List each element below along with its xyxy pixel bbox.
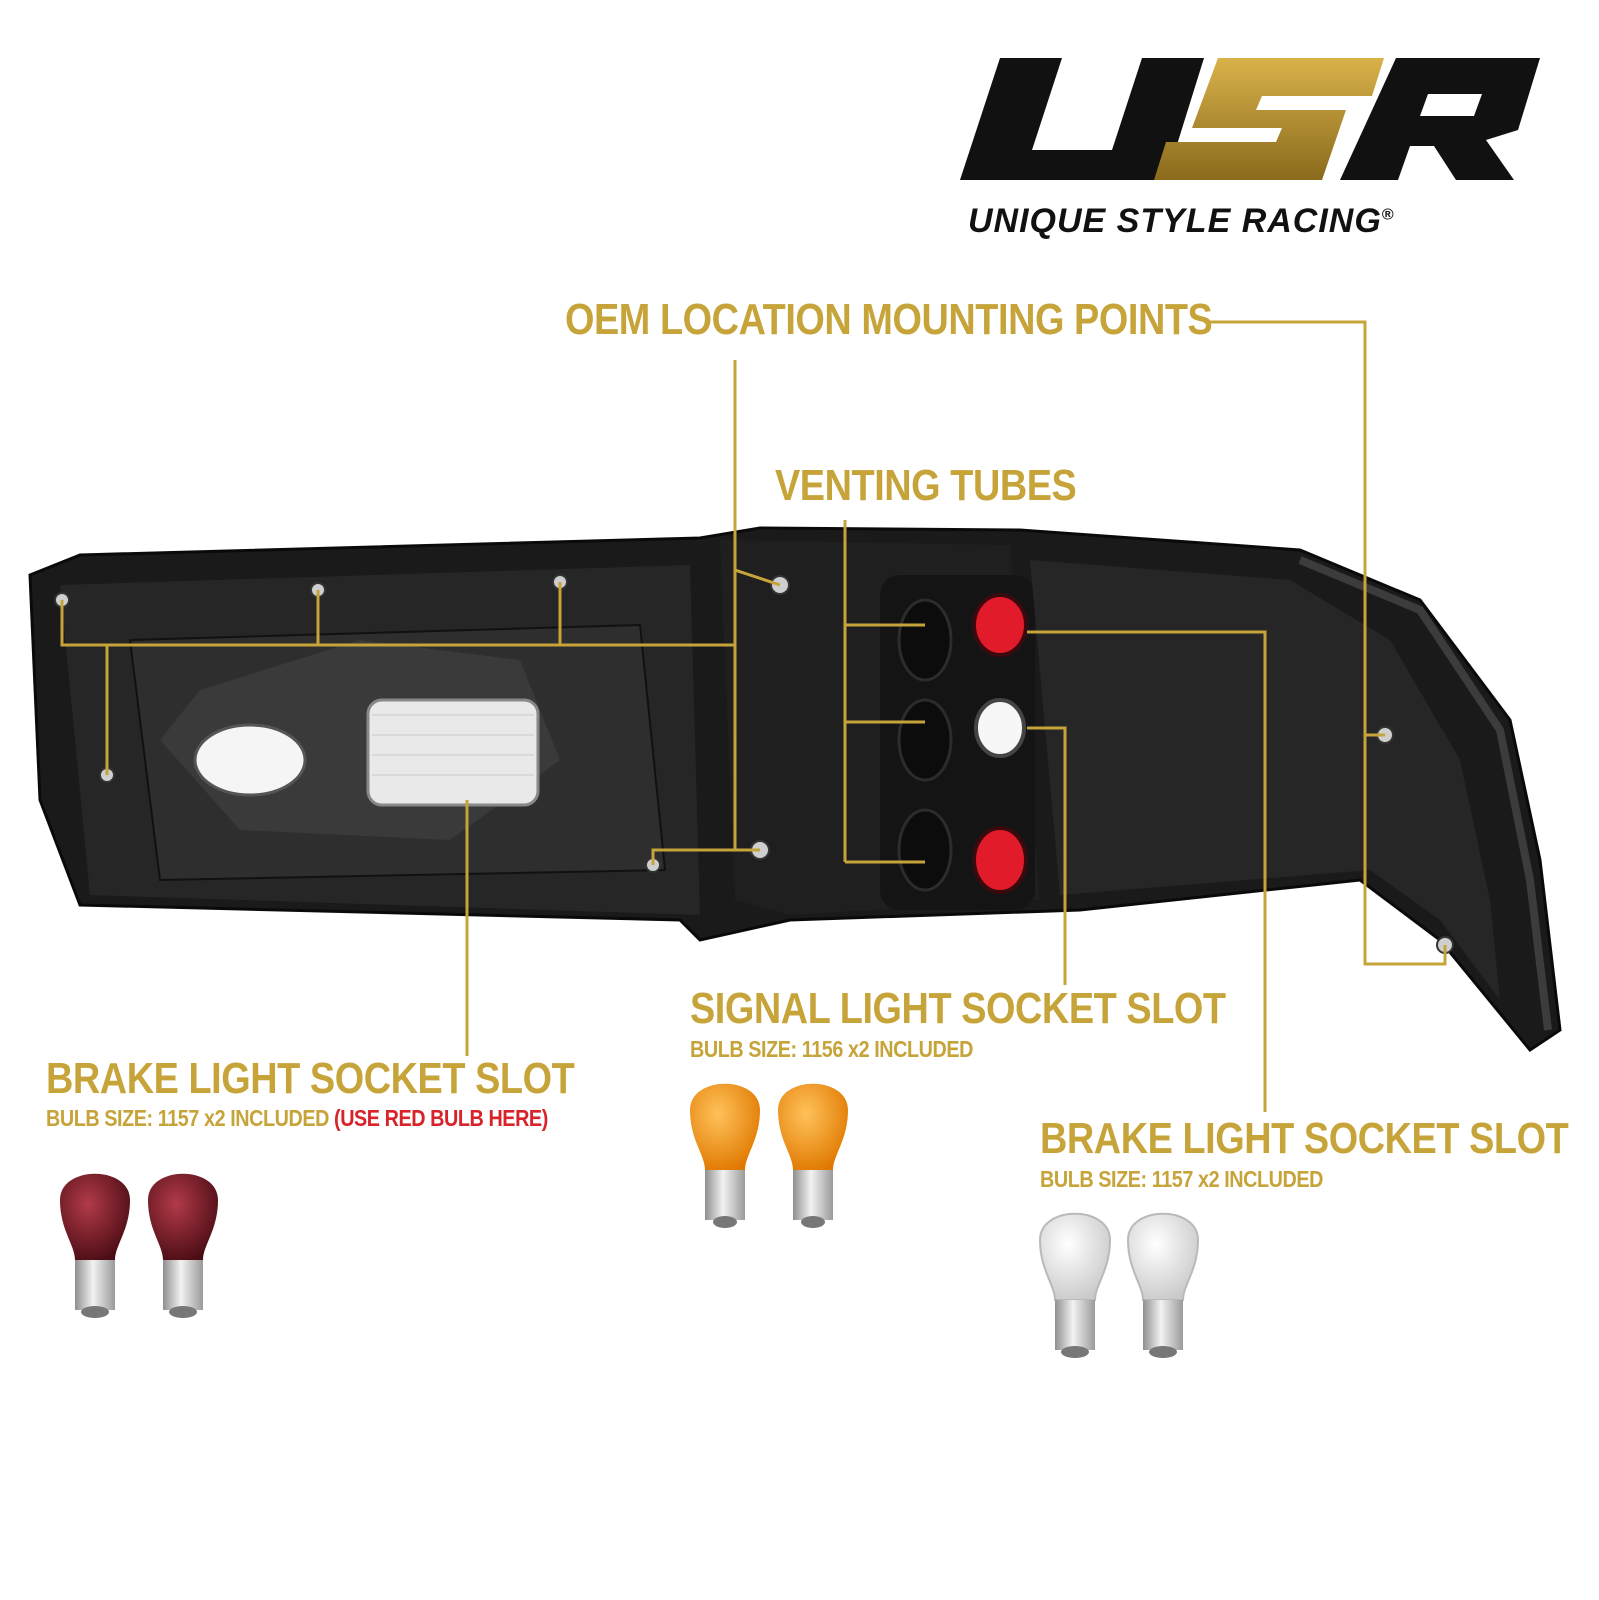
brand-logo	[960, 58, 1540, 180]
callout-mounting-points-title: OEM LOCATION MOUNTING POINTS	[565, 295, 1213, 344]
tail-light-housing	[28, 526, 1562, 1053]
clear-bulb-icon	[1038, 1212, 1200, 1358]
bulb-set	[60, 1083, 1200, 1358]
venting-tube-port	[897, 698, 953, 782]
brake-socket-slot	[972, 593, 1028, 657]
housing-right-edge	[1298, 556, 1552, 1031]
signal-socket-slot	[974, 698, 1026, 758]
callout-signal-bulb-size: BULB SIZE: 1156 x2 INCLUDED	[690, 1036, 973, 1062]
callout-brake-left-bulb-line: BULB SIZE: 1157 x2 INCLUDED (USE RED BUL…	[46, 1105, 548, 1131]
venting-tube-port	[897, 808, 953, 892]
callout-brake-right-title: BRAKE LIGHT SOCKET SLOT	[1040, 1114, 1569, 1163]
venting-tube-port	[897, 598, 953, 682]
callout-brake-left-bulb-size: BULB SIZE: 1157 x2 INCLUDED	[46, 1105, 329, 1131]
leader-lines	[60, 320, 1447, 1112]
callout-brake-left-title: BRAKE LIGHT SOCKET SLOT	[46, 1054, 575, 1103]
leader-brake-right	[1027, 630, 1267, 1112]
callout-venting-tubes-title: VENTING TUBES	[775, 461, 1077, 510]
callout-signal-socket-title: SIGNAL LIGHT SOCKET SLOT	[690, 984, 1226, 1033]
brand-wordmark: UNIQUE STYLE RACING®	[968, 202, 1395, 241]
amber-bulb-icon	[690, 1083, 848, 1228]
red-bulb-icon	[60, 1173, 218, 1318]
leader-mounting-right	[1210, 320, 1447, 966]
callout-red-bulb-note: (USE RED BULB HERE)	[334, 1105, 548, 1131]
registered-mark: ®	[1381, 206, 1395, 224]
logo-letter-u	[960, 58, 1204, 180]
lamp-bulb-opening	[193, 723, 307, 797]
callout-brake-right-bulb-size: BULB SIZE: 1157 x2 INCLUDED	[1040, 1166, 1323, 1192]
logo-letter-r	[1340, 58, 1540, 180]
brake-socket-slot	[972, 826, 1028, 894]
brake-socket-reflector	[366, 698, 540, 807]
leader-signal-socket	[1027, 726, 1067, 985]
brand-name: UNIQUE STYLE RACING	[968, 202, 1382, 240]
logo-letter-s	[1154, 58, 1384, 180]
